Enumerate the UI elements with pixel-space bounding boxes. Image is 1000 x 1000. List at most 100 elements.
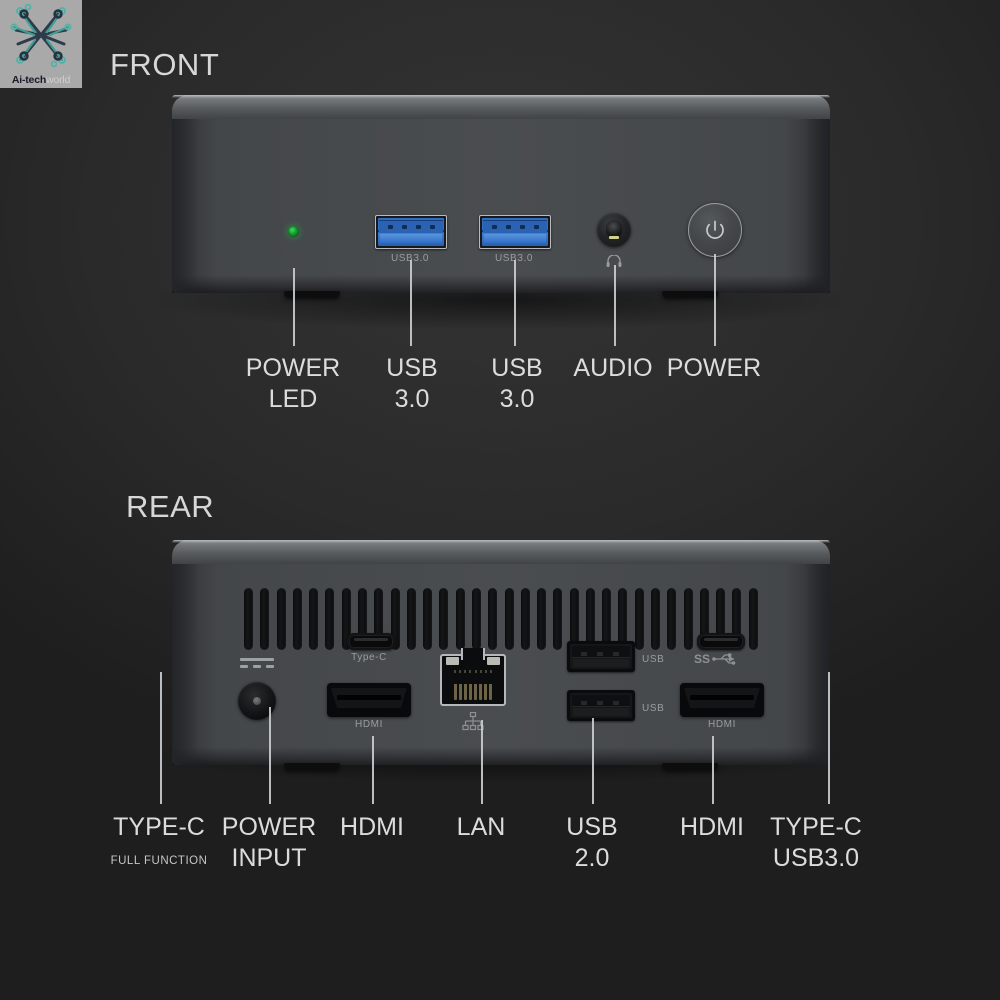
leader-line-power: [714, 254, 716, 346]
usb2-bottom-pin: [581, 701, 587, 705]
vent-slot: [683, 588, 693, 650]
dc-symbol-dash: [240, 665, 248, 668]
front-device-foot-right: [662, 291, 718, 298]
callout-usb3-left-line2: 3.0: [394, 385, 430, 413]
callout-usb3-left: USB 3.0: [386, 353, 437, 415]
vent-slot: [292, 588, 302, 650]
callout-power-led-line2: LED: [268, 385, 318, 413]
callout-audio-line1: AUDIO: [573, 354, 653, 382]
vent-slot: [520, 588, 530, 650]
callout-typec-full-line1: TYPE-C: [113, 813, 205, 841]
vent-slot: [699, 588, 709, 650]
front-section-heading: FRONT: [110, 47, 220, 82]
rear-panel-device: Type-C HDMI: [172, 540, 830, 770]
leader-line-audio: [614, 265, 616, 346]
lan-pin: [484, 684, 487, 700]
callout-lan-line1: LAN: [456, 813, 506, 841]
callout-typec-usb3-line2: USB3.0: [772, 844, 860, 872]
usb2-bottom-caption: USB: [642, 703, 665, 714]
lan-pin: [454, 684, 457, 700]
callout-front-power: POWER: [667, 353, 761, 384]
usb3-port-right[interactable]: [479, 215, 551, 249]
usb3-right-caption: USB3.0: [494, 253, 534, 264]
usb2-port-top[interactable]: [567, 641, 635, 672]
hdmi-right-caption: HDMI: [708, 719, 736, 730]
typec-left-caption: Type-C: [351, 652, 387, 663]
watermark-text: Ai-techworld: [0, 74, 82, 86]
callout-audio: AUDIO: [573, 353, 652, 384]
power-button[interactable]: [688, 203, 742, 257]
hdmi-port-left[interactable]: [327, 683, 411, 717]
svg-text:SS: SS: [694, 652, 710, 666]
usb2-port-bottom[interactable]: [567, 690, 635, 721]
callout-front-power-line1: POWER: [666, 354, 762, 382]
hdmi-left-caption: HDMI: [355, 719, 383, 730]
leader-line-typec-full: [160, 672, 162, 804]
hdmi-port-right[interactable]: [680, 683, 764, 717]
usb2-top-bar: [573, 659, 629, 667]
usb3-left-tongue: [379, 220, 443, 233]
typec-port-left[interactable]: [347, 633, 395, 650]
usb3-right-pin: [520, 225, 525, 229]
lan-rj45-port[interactable]: [440, 648, 506, 706]
audio-jack-port[interactable]: [597, 213, 631, 247]
callout-hdmi-left: HDMI: [340, 812, 404, 843]
vent-slot: [634, 588, 644, 650]
callout-usb20-line2: 2.0: [574, 844, 610, 872]
front-chassis-top: [172, 95, 830, 121]
callout-hdmi-left-line1: HDMI: [340, 813, 404, 841]
dc-power-symbol-icon: [240, 658, 274, 670]
vent-slot: [471, 588, 481, 650]
power-led-indicator: [288, 226, 299, 237]
rear-device-foot-right: [662, 763, 718, 770]
vent-slot: [569, 588, 579, 650]
callout-power-input-line1: POWER: [221, 813, 317, 841]
typec-port-right[interactable]: [697, 633, 745, 650]
callout-usb20-line1: USB: [566, 813, 618, 841]
vent-slot: [406, 588, 416, 650]
lan-port-notch: [461, 648, 485, 660]
vent-slot: [325, 588, 335, 650]
watermark-logo: Ai-techworld: [0, 0, 82, 88]
ss-usb-icon: SS: [694, 652, 736, 666]
lan-dot: [454, 670, 456, 673]
callout-power-led-line1: POWER: [245, 354, 341, 382]
callout-typec-usb3: TYPE-C USB3.0: [770, 812, 862, 874]
lan-gold-pins: [454, 684, 492, 700]
usb3-right-tongue: [483, 220, 547, 233]
vent-slot: [423, 588, 433, 650]
usb3-right-pin: [492, 225, 497, 229]
vent-slot: [651, 588, 661, 650]
vent-slot: [488, 588, 498, 650]
lan-dot: [479, 670, 482, 673]
vent-slot: [455, 588, 465, 650]
vent-slot: [357, 588, 367, 650]
front-chassis-face: [172, 119, 830, 293]
callout-usb20: USB 2.0: [566, 812, 617, 874]
callout-typec-full-function: TYPE-C FULL FUNCTION: [111, 812, 208, 877]
lan-dot: [474, 670, 477, 673]
lan-dot: [484, 670, 487, 673]
lan-dot: [464, 670, 467, 673]
vent-slot: [276, 588, 286, 650]
usb3-left-pin: [416, 225, 421, 229]
vent-slot: [732, 588, 742, 650]
usb3-left-caption: USB3.0: [390, 253, 430, 264]
circuit-star-logo-icon: [10, 3, 72, 68]
usb3-right-pin: [534, 225, 539, 229]
lan-pin: [459, 684, 462, 700]
usb3-right-pin: [506, 225, 511, 229]
callout-power-led: POWER LED: [246, 353, 340, 415]
usb3-left-pin: [430, 225, 435, 229]
vent-slot: [748, 588, 758, 650]
leader-line-power-led: [293, 268, 295, 346]
usb3-port-left[interactable]: [375, 215, 447, 249]
callout-lan: LAN: [457, 812, 506, 843]
rear-device-foot-left: [284, 763, 340, 770]
leader-line-usb20: [592, 718, 594, 804]
usb2-top-caption: USB: [642, 654, 665, 665]
usb2-top-pin: [581, 652, 587, 656]
callout-typec-usb3-line1: TYPE-C: [770, 813, 862, 841]
vent-slot: [537, 588, 547, 650]
vent-slot: [504, 588, 514, 650]
